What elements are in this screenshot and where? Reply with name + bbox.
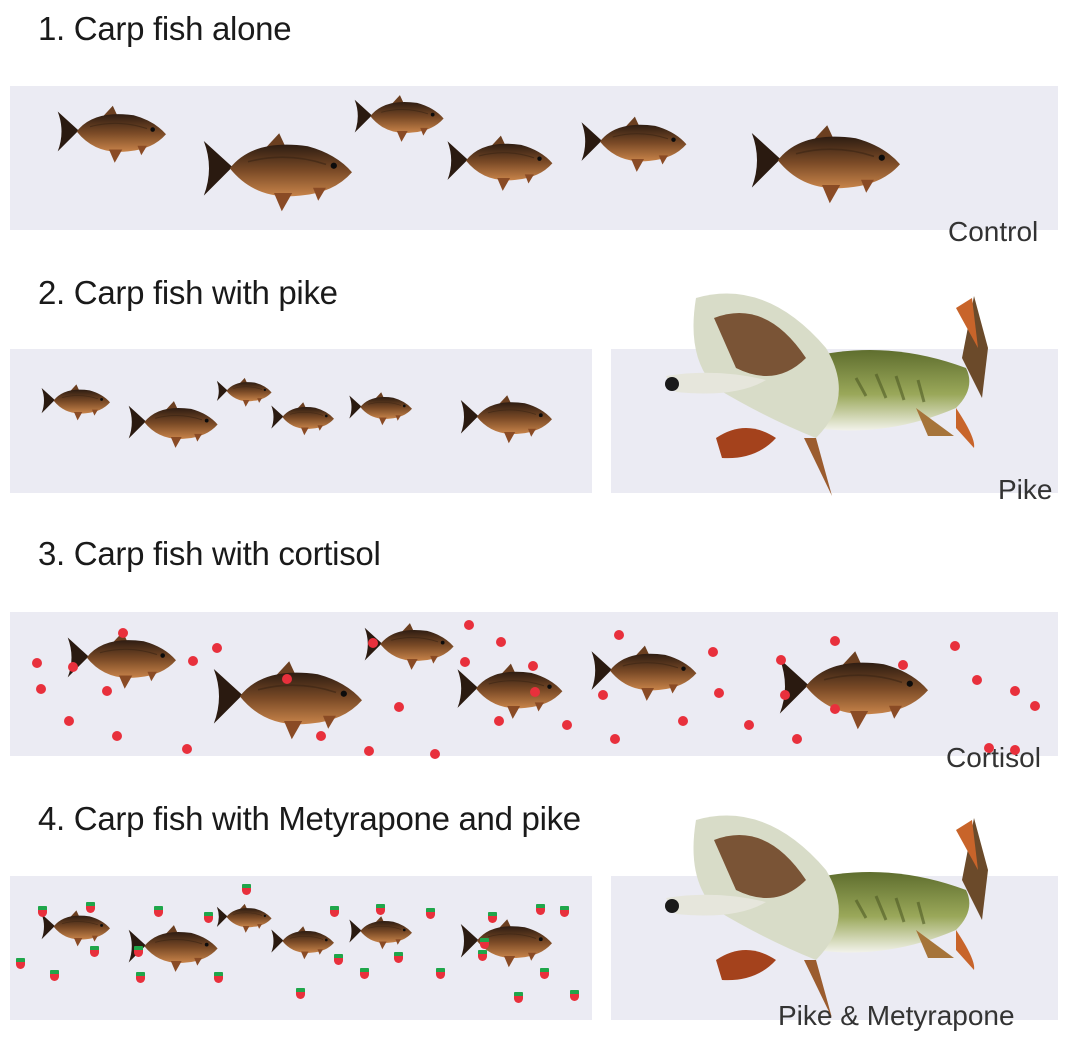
section-4-heading: 4. Carp fish with Metyrapone and pike [38,800,581,838]
metyrapone-pill-icon [394,952,403,963]
control-label: Control [948,216,1038,248]
metyrapone-pill-icon [214,972,223,983]
cortisol-dot-icon [610,734,620,744]
cortisol-dot-icon [714,688,724,698]
cortisol-dot-icon [678,716,688,726]
metyrapone-pill-icon [540,968,549,979]
carp-fish-icon [452,660,564,721]
pike-fish-icon [656,810,996,1025]
cortisol-dot-icon [950,641,960,651]
carp-fish-icon [214,376,273,408]
section-1-heading: 1. Carp fish alone [38,10,291,48]
carp-fish-icon [456,392,554,445]
cortisol-dot-icon [780,690,790,700]
carp-fish-icon [576,113,688,174]
metyrapone-pill-icon [330,906,339,917]
cortisol-dot-icon [1030,701,1040,711]
carp-fish-icon [268,400,335,436]
cortisol-dot-icon [102,686,112,696]
cortisol-dot-icon [830,636,840,646]
cortisol-dot-icon [1010,745,1020,755]
carp-fish-icon [346,914,413,950]
carp-fish-icon [346,390,413,426]
metyrapone-pill-icon [86,902,95,913]
metyrapone-pill-icon [488,912,497,923]
cortisol-dot-icon [898,660,908,670]
cortisol-dot-icon [430,749,440,759]
cortisol-dot-icon [708,647,718,657]
cortisol-dot-icon [394,702,404,712]
cortisol-dot-icon [212,643,222,653]
cortisol-dot-icon [32,658,42,668]
carp-fish-icon [196,128,355,214]
metyrapone-pill-icon [90,946,99,957]
cortisol-dot-icon [744,720,754,730]
cortisol-dot-icon [464,620,474,630]
metyrapone-pill-icon [242,884,251,895]
section-3-heading: 3. Carp fish with cortisol [38,535,381,573]
metyrapone-pill-icon [334,954,343,965]
metyrapone-pill-icon [204,912,213,923]
cortisol-dot-icon [598,690,608,700]
cortisol-dot-icon [562,720,572,730]
cortisol-dot-icon [112,731,122,741]
carp-fish-icon [38,382,111,422]
cortisol-dot-icon [776,655,786,665]
cortisol-dot-icon [792,734,802,744]
pike-label: Pike [998,474,1052,506]
metyrapone-pill-icon [514,992,523,1003]
carp-fish-icon [52,102,168,165]
metyrapone-pill-icon [136,972,145,983]
cortisol-dot-icon [182,744,192,754]
metyrapone-pill-icon [570,990,579,1001]
carp-fish-icon [350,92,445,143]
carp-fish-icon [456,916,554,969]
metyrapone-pill-icon [296,988,305,999]
cortisol-dot-icon [188,656,198,666]
cortisol-dot-icon [494,716,504,726]
carp-fish-icon [124,398,219,449]
cortisol-dot-icon [36,684,46,694]
cortisol-dot-icon [64,716,74,726]
cortisol-dot-icon [496,637,506,647]
carp-fish-icon [744,120,903,206]
cortisol-dot-icon [282,674,292,684]
carp-fish-icon [38,908,111,948]
metyrapone-pill-icon [38,906,47,917]
carp-fish-icon [268,924,335,960]
cortisol-dot-icon [984,743,994,753]
metyrapone-pill-icon [536,904,545,915]
carp-fish-icon [206,656,365,742]
metyrapone-pill-icon [560,906,569,917]
metyrapone-pill-icon [480,938,489,949]
cortisol-dot-icon [972,675,982,685]
cortisol-dot-icon [316,731,326,741]
cortisol-dot-icon [614,630,624,640]
cortisol-dot-icon [528,661,538,671]
metyrapone-pill-icon [154,906,163,917]
cortisol-dot-icon [830,704,840,714]
metyrapone-pill-icon [436,968,445,979]
pike-fish-icon [656,288,996,503]
metyrapone-pill-icon [376,904,385,915]
metyrapone-pill-icon [426,908,435,919]
carp-fish-icon [772,646,931,732]
metyrapone-pill-icon [50,970,59,981]
section-2-heading: 2. Carp fish with pike [38,274,338,312]
cortisol-dot-icon [530,687,540,697]
carp-fish-icon [442,132,554,193]
cortisol-dot-icon [118,628,128,638]
cortisol-dot-icon [368,638,378,648]
metyrapone-pill-icon [134,946,143,957]
carp-fish-icon [214,902,273,934]
metyrapone-pill-icon [16,958,25,969]
metyrapone-pill-icon [478,950,487,961]
cortisol-dot-icon [1010,686,1020,696]
metyrapone-pill-icon [360,968,369,979]
cortisol-dot-icon [460,657,470,667]
cortisol-dot-icon [68,662,78,672]
cortisol-dot-icon [364,746,374,756]
